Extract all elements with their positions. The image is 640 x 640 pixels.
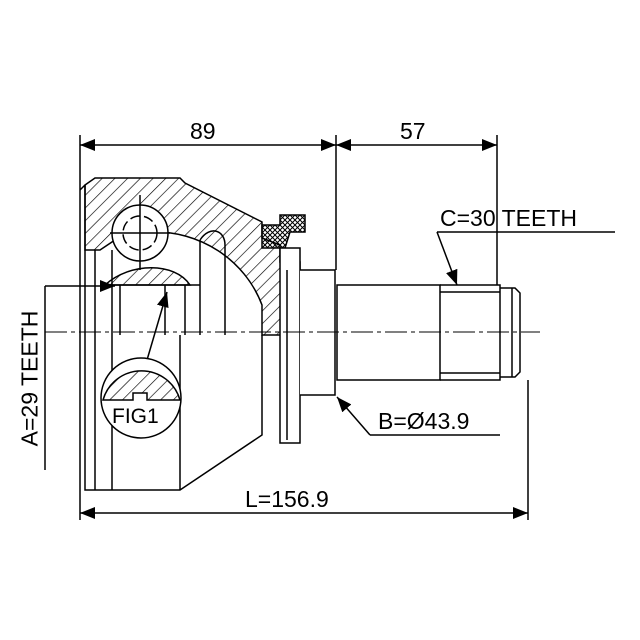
inner-race — [103, 267, 192, 286]
diameter-b-label: B=Ø43.9 — [378, 408, 470, 434]
seal-collar — [279, 247, 301, 444]
spline-c-leader — [436, 231, 458, 286]
spline-a-label: A=29 TEETH — [16, 310, 43, 447]
fig1-label: FIG1 — [112, 405, 159, 428]
cage-outline — [199, 230, 226, 335]
diameter-b-leader — [336, 396, 371, 436]
total-length-label: L=156.9 — [245, 486, 329, 512]
seal-ring — [261, 214, 306, 249]
fig1-leader — [146, 291, 169, 361]
fig1-section — [102, 370, 181, 401]
dim-89-label: 89 — [190, 118, 216, 144]
housing-section — [84, 177, 301, 336]
dim-57-label: 57 — [400, 118, 426, 144]
spline-c-label: C=30 TEETH — [440, 205, 577, 231]
